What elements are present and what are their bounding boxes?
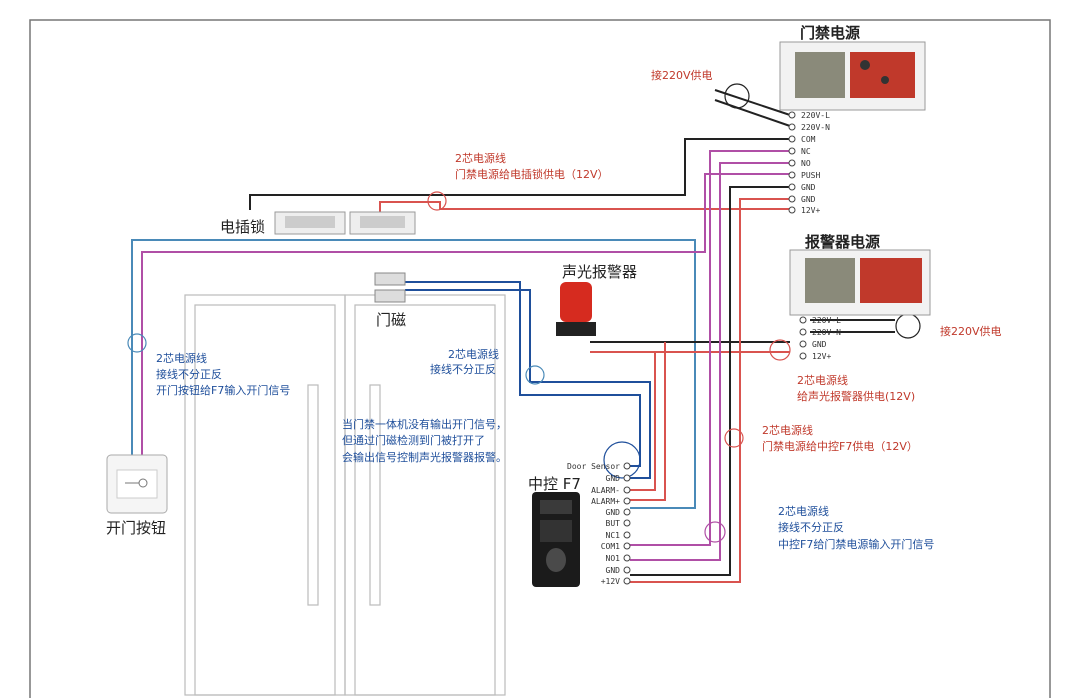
alarm-terminals: 220V-L 220V-N GND 12V+ — [812, 316, 841, 361]
f7-terminal-label: ALARM- — [591, 486, 620, 495]
sensor-wire-1 — [405, 281, 641, 467]
f7-terminal-label: BUT — [606, 519, 621, 528]
f7-terminal-label: Door Sensor — [567, 462, 620, 471]
f7-wire-note: 门禁电源给中控F7供电（12V） — [762, 439, 918, 453]
alarm-wire-note: 2芯电源线 — [797, 373, 848, 387]
f7-device — [532, 492, 580, 587]
alarm-logic-note: 会输出信号控制声光报警器报警。 — [342, 450, 507, 464]
access-terminal-label: 220V-N — [801, 123, 830, 132]
signal-purple-wire-2 — [630, 162, 790, 561]
alarm-label: 声光报警器 — [562, 263, 637, 281]
controller-label: 中控 F7 — [528, 475, 581, 493]
double-door — [184, 294, 506, 696]
signal-wire-note: 2芯电源线 — [778, 504, 829, 518]
exit-button-label: 开门按钮 — [106, 519, 166, 537]
alarm-supply-note: 接220V供电 — [940, 324, 1002, 338]
alarm-logic-note: 但通过门磁检测到门被打开了 — [342, 433, 485, 447]
access-terminal-label: GND — [801, 183, 816, 192]
f7-terminal-label: GND — [606, 474, 621, 483]
alarm-wire-to-f7-2 — [630, 342, 666, 501]
exit-button-device — [106, 454, 168, 514]
electric-lock — [274, 211, 416, 235]
access-terminals: 220V-L 220V-N COM NC NO PUSH GND GND 12V… — [801, 111, 830, 215]
door-sensor — [374, 272, 406, 303]
button-wire-note: 接线不分正反 — [156, 367, 222, 381]
sensor-wire-2 — [405, 289, 651, 479]
signal-wire-note: 中控F7给门禁电源输入开门信号 — [778, 537, 934, 551]
access-terminal-label: NO — [801, 159, 811, 168]
wires — [131, 89, 895, 583]
f7-terminal-label: GND — [606, 508, 621, 517]
alarm-terminal-label: 220V-N — [812, 328, 841, 337]
lock-black-wire — [249, 138, 790, 210]
access-supply-wire-1 — [714, 89, 791, 116]
f7-terminal-label: NO1 — [606, 554, 621, 563]
signal-purple-wire-1 — [630, 150, 790, 546]
alarm-power-title: 报警器电源 — [805, 233, 880, 251]
access-power-title: 门禁电源 — [800, 24, 860, 42]
f7-terminal-label: GND — [606, 566, 621, 575]
access-terminal-label: 12V+ — [801, 206, 820, 215]
alarm-terminal-dots — [799, 316, 807, 360]
f7-wire-note: 2芯电源线 — [762, 423, 813, 437]
sensor-wire-note: 2芯电源线 — [448, 347, 499, 361]
f7-terminals: Door Sensor GND ALARM- ALARM+ GND BUT NC… — [567, 462, 620, 586]
alarm-terminal-label: 12V+ — [812, 352, 831, 361]
access-terminal-label: GND — [801, 195, 816, 204]
alarm-wire-to-f7-1 — [630, 352, 656, 491]
alarm-wire-note: 给声光报警器供电(12V) — [797, 389, 915, 403]
sensor-wire-note: 接线不分正反 — [430, 362, 496, 376]
button-wire-note: 开门按钮给F7输入开门信号 — [156, 383, 290, 397]
access-terminal-label: 220V-L — [801, 111, 830, 120]
lock-wire-note: 2芯电源线 — [455, 151, 506, 165]
access-terminal-label: PUSH — [801, 171, 820, 180]
f7-terminal-dots — [623, 462, 631, 585]
button-wire-note: 2芯电源线 — [156, 351, 207, 365]
alarm-terminal-label: 220V-L — [812, 316, 841, 325]
access-terminal-dots — [788, 111, 796, 214]
lock-wire-note: 门禁电源给电插锁供电（12V） — [455, 167, 609, 181]
f7-terminal-label: ALARM+ — [591, 497, 620, 506]
signal-wire-note: 接线不分正反 — [778, 520, 844, 534]
access-terminal-label: COM — [801, 135, 816, 144]
alarm-light — [556, 282, 596, 336]
alarm-logic-note: 当门禁一体机没有输出开门信号， — [342, 417, 507, 431]
access-terminal-label: NC — [801, 147, 811, 156]
f7-terminal-label: COM1 — [601, 542, 620, 551]
access-power-box — [779, 41, 926, 111]
button-blue-wire — [131, 239, 696, 509]
access-supply-wire-2 — [714, 99, 791, 127]
f7-terminal-label: +12V — [601, 577, 620, 586]
f7-black-wire — [630, 186, 790, 576]
button-purple-wire — [141, 173, 790, 455]
f7-red-wire — [630, 198, 790, 583]
alarm-terminal-label: GND — [812, 340, 827, 349]
lock-label: 电插锁 — [220, 218, 265, 236]
access-supply-note: 接220V供电 — [651, 68, 713, 82]
alarm-power-box — [789, 249, 931, 316]
frame — [29, 19, 1051, 698]
f7-terminal-label: NC1 — [606, 531, 621, 540]
door-sensor-label: 门磁 — [376, 311, 406, 329]
lock-red-wire — [379, 201, 790, 212]
wire-markers — [127, 83, 921, 543]
